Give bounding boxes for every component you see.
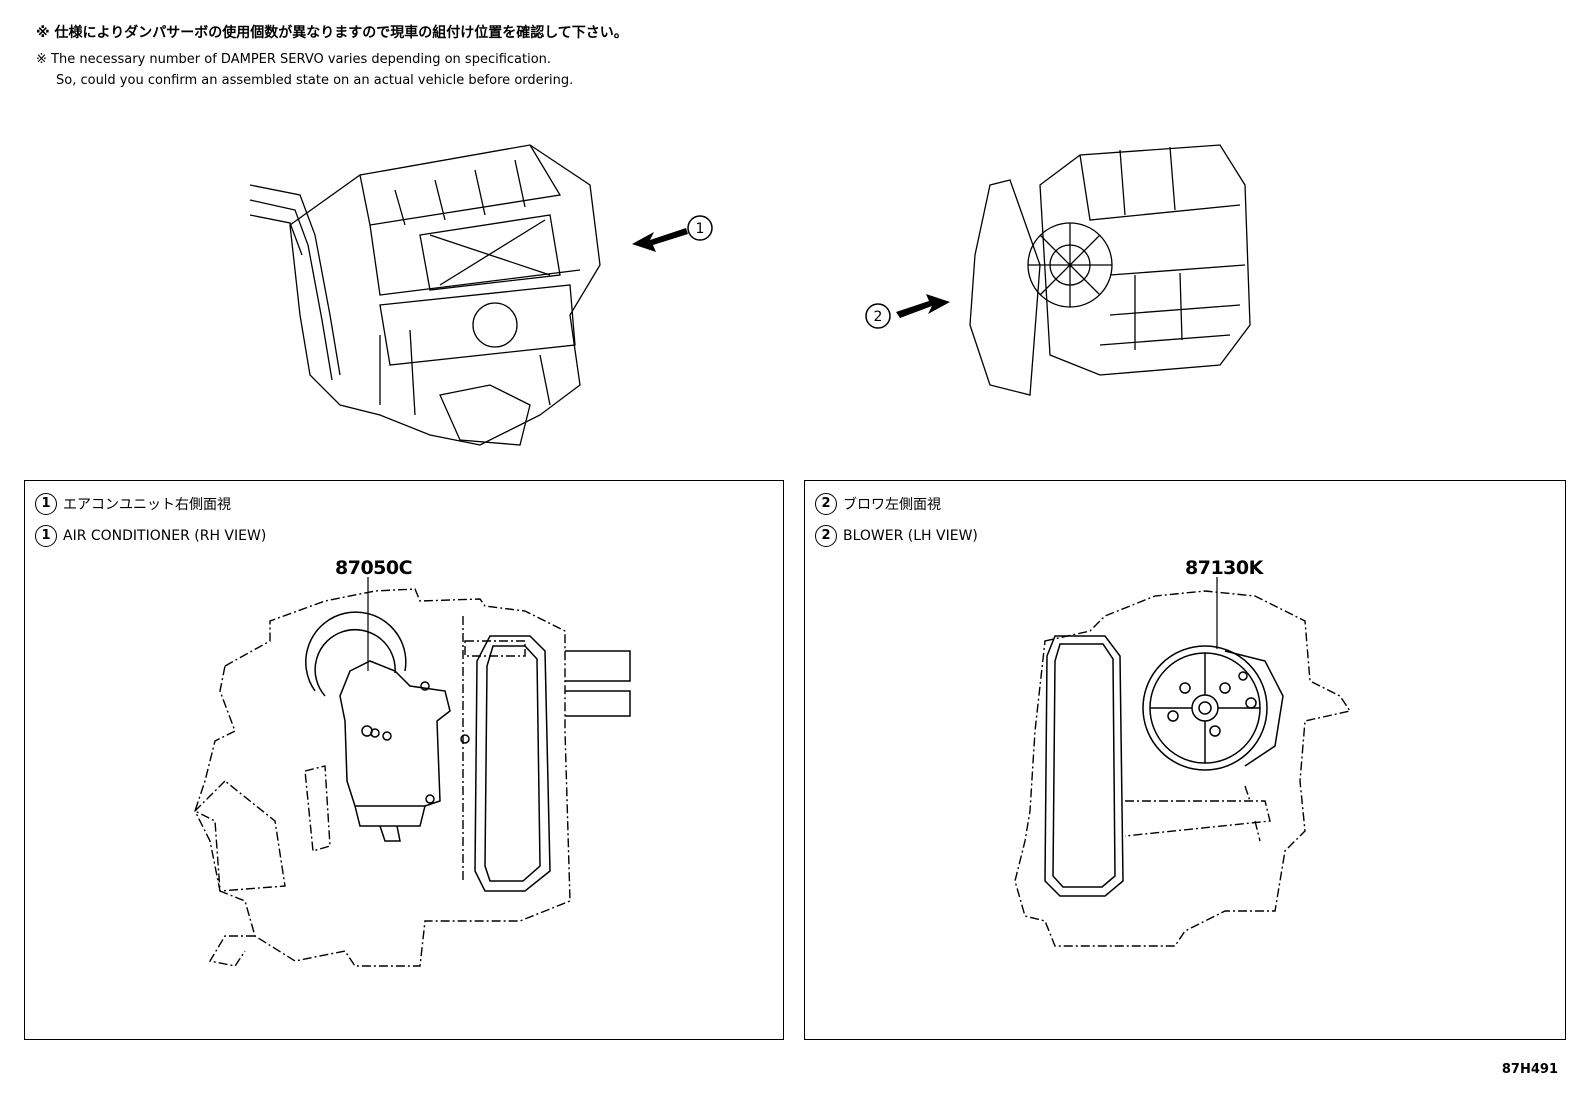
- marker-2-label: 2: [874, 309, 883, 325]
- panel-1-title-en: 1 AIR CONDITIONER (RH VIEW): [35, 525, 266, 547]
- panel-2-title-jp: 2 ブロワ左側面視: [815, 493, 941, 515]
- panel-air-conditioner-rh-view: 1 エアコンユニット右側面視 1 AIR CONDITIONER (RH VIE…: [24, 480, 784, 1040]
- air-conditioner-unit-illustration: [249, 144, 601, 446]
- panel-blower-lh-view: 2 ブロワ左側面視 2 BLOWER (LH VIEW) 87130K: [804, 480, 1566, 1040]
- panel-2-marker: 2: [815, 493, 837, 515]
- panel-2-title-en: 2 BLOWER (LH VIEW): [815, 525, 978, 547]
- note-english-line-2: So, could you confirm an assembled state…: [56, 73, 574, 88]
- arrow-marker-1: 1: [632, 215, 713, 252]
- panel-1-marker: 1: [35, 493, 57, 515]
- part-number-87050c[interactable]: 87050C: [335, 557, 413, 579]
- air-conditioner-rh-drawing: [194, 577, 631, 967]
- arrow-marker-2: 2: [865, 294, 950, 329]
- figure-id: 87H491: [1501, 1062, 1558, 1077]
- note-japanese: ※ 仕様によりダンパサーボの使用個数が異なりますので現車の組付け位置を確認して下…: [36, 25, 628, 41]
- panel-1-title-jp: 1 エアコンユニット右側面視: [35, 493, 231, 515]
- panel-1-title-jp-text: エアコンユニット右側面視: [63, 497, 231, 513]
- panel-2-title-en-text: BLOWER (LH VIEW): [843, 528, 978, 544]
- panel-2-title-jp-text: ブロワ左側面視: [843, 497, 941, 513]
- blower-lh-drawing: [1014, 577, 1352, 947]
- panel-1-marker-en: 1: [35, 525, 57, 547]
- blower-unit-illustration: [969, 144, 1251, 396]
- part-number-87130k[interactable]: 87130K: [1185, 557, 1263, 579]
- panel-2-marker-en: 2: [815, 525, 837, 547]
- panel-1-title-en-text: AIR CONDITIONER (RH VIEW): [63, 528, 267, 544]
- note-english-line-1: ※ The necessary number of DAMPER SERVO v…: [36, 52, 552, 67]
- marker-1-label: 1: [696, 221, 705, 237]
